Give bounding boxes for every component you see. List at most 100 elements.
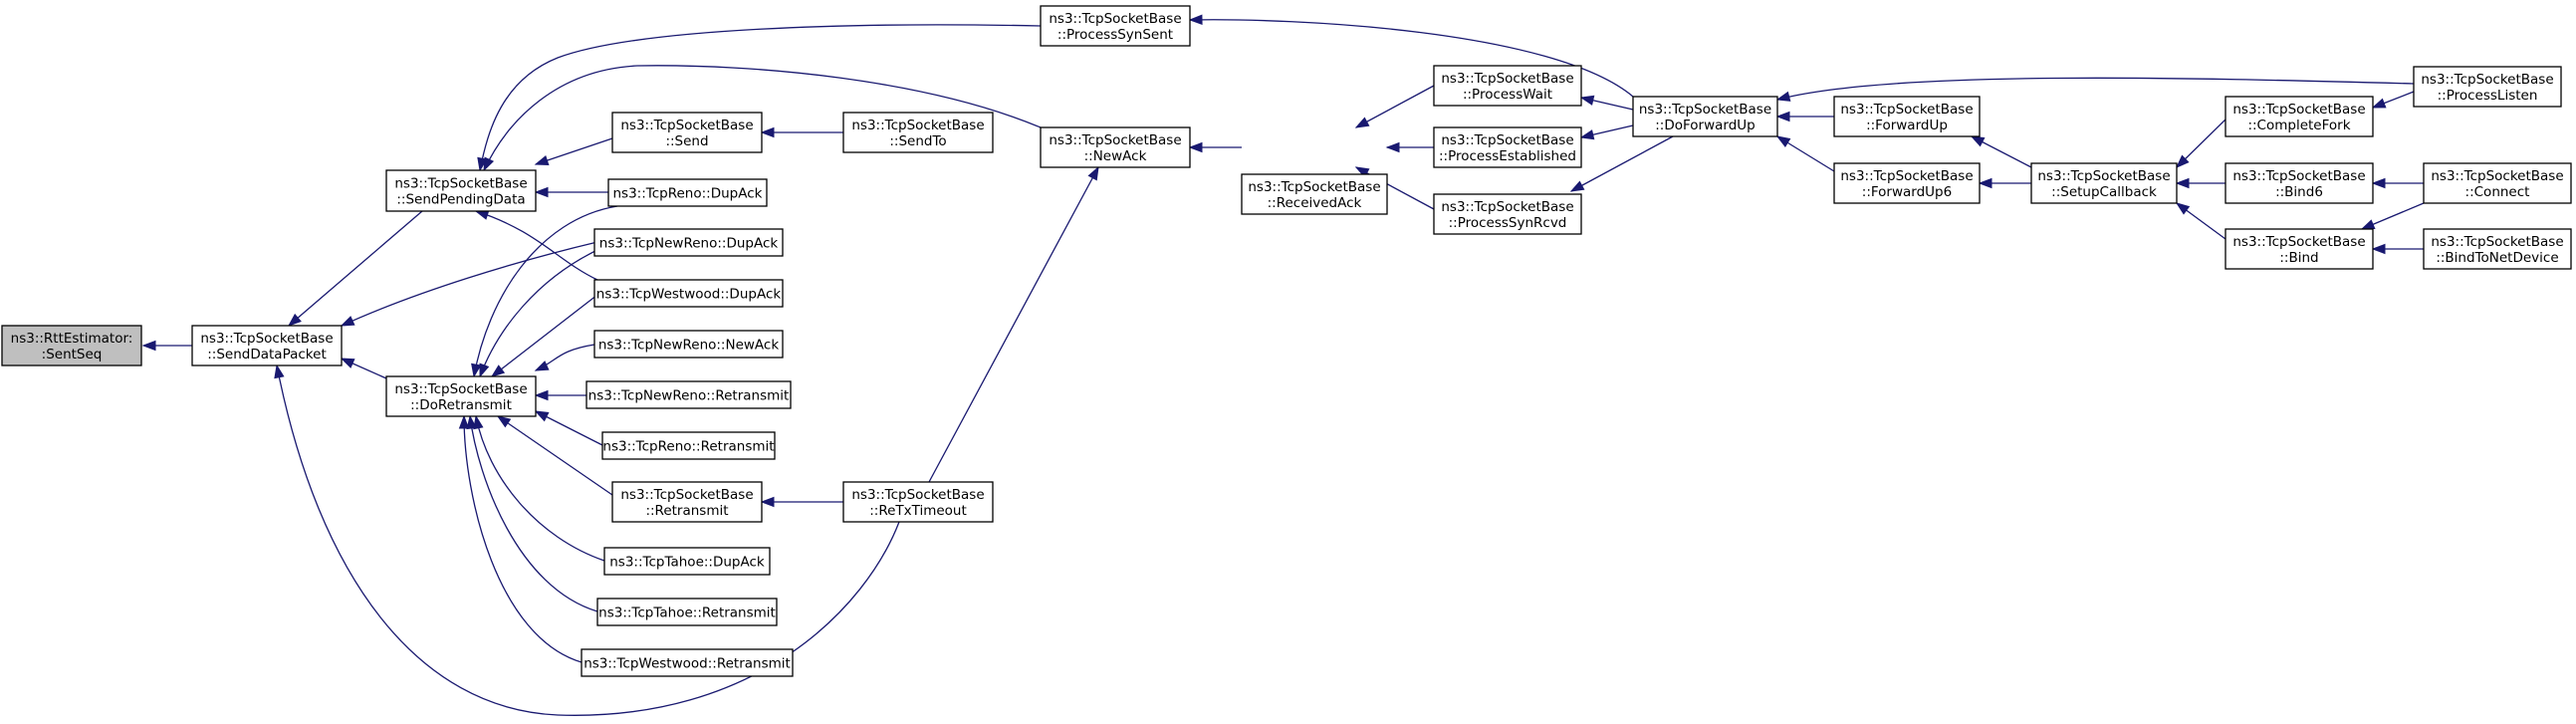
node-label-line: ns3::TcpNewReno::DupAck [599,236,779,252]
arrowhead [473,414,484,430]
node-label-line: ns3::TcpSocketBase [2232,234,2365,250]
node-box [1433,65,1582,107]
edge-n23-to-n20 [1579,95,1634,111]
node-rttestimator-sentseq[interactable]: ns3::RttEstimator::SentSeq [1,325,142,366]
node-label-line: ::DoForwardUp [1655,118,1756,133]
node-tcpsocketbase-senddatapacket[interactable]: ns3::TcpSocketBase::SendDataPacket [191,325,343,366]
node-tcpsocketbase-bind6[interactable]: ns3::TcpSocketBase::Bind6 [2225,162,2374,204]
node-tcpsocketbase-newack[interactable]: ns3::TcpSocketBase::NewAck [1040,126,1191,168]
arrowhead [2175,177,2190,189]
node-label-line: ns3::TcpSocketBase [851,487,984,503]
node-box [842,481,994,523]
node-box [2225,96,2374,137]
node-tcpsocketbase-processwait[interactable]: ns3::TcpSocketBase::ProcessWait [1433,65,1582,107]
arrowhead [2371,177,2386,189]
node-tcpsocketbase-retxtimeout[interactable]: ns3::TcpSocketBase::ReTxTimeout [842,481,994,523]
node-tcpnewreno-dupack[interactable]: ns3::TcpNewReno::DupAck [593,228,784,257]
edge-line [1189,19,1634,98]
arrowhead [141,340,156,352]
node-box [1,325,142,366]
arrowhead [340,358,355,368]
node-tcpsocketbase-processlisten[interactable]: ns3::TcpSocketBase::ProcessListen [2413,66,2562,108]
arrowhead [2371,243,2386,255]
arrowhead [466,414,477,430]
node-box [593,279,784,308]
edge-n6-to-n2 [534,137,613,165]
node-tcpsocketbase-bind[interactable]: ns3::TcpSocketBase::Bind [2225,228,2374,270]
edge-line [288,210,423,327]
node-label-line: ns3::TcpSocketBase [1840,102,1973,118]
node-tcpsocketbase-retransmit[interactable]: ns3::TcpSocketBase::Retransmit [611,481,763,523]
node-tcpsocketbase-send[interactable]: ns3::TcpSocketBase::Send [611,112,763,153]
arrowhead [1579,95,1595,106]
node-tcpreno-dupack[interactable]: ns3::TcpReno::DupAck [607,178,768,207]
node-tcpsocketbase-bindtonetdevice[interactable]: ns3::TcpSocketBase::BindToNetDevice [2423,228,2572,270]
edge-line [535,137,613,165]
arrowhead [340,316,355,327]
node-box [581,648,794,677]
edge-n8-to-n3 [471,205,618,378]
edge-n21-to-n19 [1385,141,1434,153]
node-tcpsocketbase-connect[interactable]: ns3::TcpSocketBase::Connect [2423,162,2572,204]
arrowhead [534,410,550,422]
node-tcpsocketbase-receivedack[interactable]: ns3::TcpSocketBase::ReceivedAck [1241,173,1388,215]
node-box [385,169,537,212]
node-label-line: ns3::TcpSocketBase [1441,199,1573,215]
node-box [1040,5,1191,47]
node-box [593,330,784,359]
node-label-line: ::SetupCallback [2051,184,2157,200]
node-tcpsocketbase-sendpendingdata[interactable]: ns3::TcpSocketBase::SendPendingData [385,169,537,212]
node-tcpsocketbase-sendto[interactable]: ns3::TcpSocketBase::SendTo [842,112,994,153]
edge-line [276,364,900,716]
arrowhead [534,361,550,371]
edge-line [463,415,583,663]
edge-n28-to-n26 [2175,177,2225,189]
node-tcpsocketbase-doretransmit[interactable]: ns3::TcpSocketBase::DoRetransmit [385,375,537,417]
edge-line [928,166,1099,483]
node-tcpwestwood-retransmit[interactable]: ns3::TcpWestwood::Retransmit [581,648,794,677]
node-tcpsocketbase-forwardup[interactable]: ns3::TcpSocketBase::ForwardUp [1833,96,1981,137]
node-label-line: :SentSeq [42,347,103,362]
arrowhead [458,414,470,429]
node-box [1040,126,1191,168]
node-tcpsocketbase-forwardup6[interactable]: ns3::TcpSocketBase::ForwardUp6 [1833,162,1981,204]
node-tcpnewreno-retransmit[interactable]: ns3::TcpNewReno::Retransmit [585,380,792,409]
node-label-line: ns3::TcpSocketBase [1639,102,1771,118]
edge-n23-to-n21 [1579,124,1634,140]
arrowhead [490,364,506,377]
edge-n24-to-n23 [1775,111,1834,122]
node-label-line: ns3::TcpSocketBase [394,381,527,397]
arrowhead [274,363,285,379]
node-tcpreno-retransmit[interactable]: ns3::TcpReno::Retransmit [601,431,776,460]
node-box [191,325,343,366]
arrowhead [534,155,550,165]
node-tcpsocketbase-completefork[interactable]: ns3::TcpSocketBase::CompleteFork [2225,96,2374,137]
node-tcpsocketbase-processestablished[interactable]: ns3::TcpSocketBase::ProcessEstablished [1433,126,1582,168]
edge-n26-to-n24 [1970,135,2032,168]
node-tcptahoe-retransmit[interactable]: ns3::TcpTahoe::Retransmit [596,598,778,626]
node-tcpsocketbase-processsynrcvd[interactable]: ns3::TcpSocketBase::ProcessSynRcvd [1433,193,1582,235]
edge-n13-to-n3 [534,410,603,446]
node-label-line: ::DoRetransmit [410,397,512,413]
edge-line [475,415,605,562]
node-tcpsocketbase-setupcallback[interactable]: ns3::TcpSocketBase::SetupCallback [2030,162,2178,204]
node-label-line: ::ProcessSynSent [1057,27,1173,43]
node-tcpsocketbase-processsynsent[interactable]: ns3::TcpSocketBase::ProcessSynSent [1040,5,1191,47]
node-label-line: ::Bind6 [2275,184,2323,200]
edge-line [341,241,598,327]
node-tcptahoe-dupack[interactable]: ns3::TcpTahoe::DupAck [603,547,771,576]
node-label-line: ns3::TcpWestwood::DupAck [596,287,782,303]
node-tcpwestwood-dupack[interactable]: ns3::TcpWestwood::DupAck [593,279,784,308]
node-tcpnewreno-newack[interactable]: ns3::TcpNewReno::NewAck [593,330,784,359]
node-label-line: ns3::TcpSocketBase [394,176,527,192]
node-label-line: ::Connect [2465,184,2530,200]
edge-line [535,410,603,446]
node-label-line: ::BindToNetDevice [2436,250,2558,266]
node-label-line: ns3::TcpWestwood::Retransmit [584,656,791,672]
node-tcpsocketbase-doforwardup[interactable]: ns3::TcpSocketBase::DoForwardUp [1632,96,1778,137]
arrowhead [760,126,775,138]
node-label-line: ns3::TcpSocketBase [200,331,333,347]
node-label-line: ns3::TcpSocketBase [2421,72,2553,88]
node-label-line: ns3::TcpNewReno::NewAck [598,338,780,354]
node-label-line: ns3::TcpSocketBase [2431,168,2563,184]
